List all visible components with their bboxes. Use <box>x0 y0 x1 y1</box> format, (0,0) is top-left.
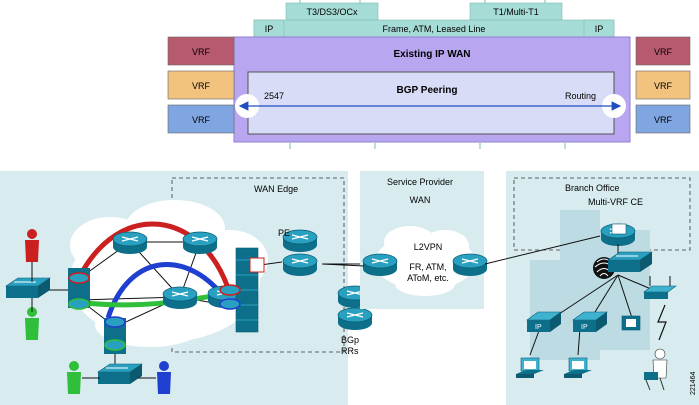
bgp-left-label: 2547 <box>264 91 284 101</box>
route-reflector-2 <box>337 307 373 331</box>
ce-envelope-icon <box>611 223 627 235</box>
core-router-3 <box>162 286 198 310</box>
sp-router-right <box>452 253 488 277</box>
existing-ip-wan-section: T3/DS3/OCx T1/Multi-T1 IP IP Frame, ATM,… <box>167 0 691 149</box>
video-camera-icon <box>621 315 641 331</box>
vrf-right-blue <box>635 104 691 134</box>
user-blue <box>157 361 171 394</box>
l2vpn-cloud <box>375 226 475 296</box>
branch-office-panel: Branch Office Multi-VRF CE <box>484 171 699 405</box>
blue-vrf-path <box>105 262 229 319</box>
campus-panel: WAN Edge <box>0 171 348 405</box>
bgp-rr-label-1: BGp <box>341 335 359 345</box>
sp-router-left <box>362 253 398 277</box>
sp-label-line2: WAN <box>410 195 431 205</box>
vrf-right-red-label: VRF <box>654 47 673 57</box>
vrf-left-red <box>167 36 235 66</box>
t1-tab-label: T1/Multi-T1 <box>493 7 539 17</box>
transport-bar-label: Frame, ATM, Leased Line <box>383 24 486 34</box>
branch-office-label: Branch Office <box>565 183 619 193</box>
firewall-stack <box>219 247 265 333</box>
wireless-ap-icon <box>643 276 677 299</box>
l2vpn-label-3: AToM, etc. <box>407 273 449 283</box>
vrf-right-orange-label: VRF <box>654 81 673 91</box>
service-provider-panel: Service Provider WAN L2VPN FR, ATM, AToM… <box>360 171 488 309</box>
l2vpn-label: L2VPN <box>414 242 443 252</box>
multi-vrf-ce-label: Multi-VRF CE <box>588 197 643 207</box>
vrf-right-orange <box>635 70 691 100</box>
bgp-right-label: Routing <box>565 91 596 101</box>
connector-ticks <box>289 0 566 149</box>
core-router-2 <box>182 231 218 255</box>
access-switch-stack <box>68 268 90 310</box>
ip-left-label: IP <box>265 24 274 34</box>
wireless-signal-icon <box>657 304 667 341</box>
t3-tab-label: T3/DS3/OCx <box>306 7 358 17</box>
figure-id: 221464 <box>690 372 697 395</box>
bgp-peering-box <box>247 71 615 135</box>
ip-right-label: IP <box>595 24 604 34</box>
bgp-rr-label-2: RRs <box>341 346 359 356</box>
pe-label: PE <box>278 228 290 238</box>
l2vpn-label-2: FR, ATM, <box>409 262 446 272</box>
user-green-bottom <box>67 361 81 394</box>
user-red <box>25 229 39 262</box>
vrf-left-blue <box>167 104 235 134</box>
vrf-left-orange <box>167 70 235 100</box>
access-switch-lower <box>104 316 126 354</box>
wan-edge-label: WAN Edge <box>254 184 298 194</box>
red-vrf-path <box>77 221 231 289</box>
vrf-right-blue-label: VRF <box>654 115 673 125</box>
vrf-left-orange-label: VRF <box>192 81 211 91</box>
vrf-right-red <box>635 36 691 66</box>
sp-label-line1: Service Provider <box>387 177 453 187</box>
user-links <box>31 262 156 379</box>
vrf-left-red-label: VRF <box>192 47 211 57</box>
pe-to-sp-link <box>321 263 365 267</box>
wireless-user-icon <box>644 348 668 391</box>
existing-ip-wan-title: Existing IP WAN <box>393 49 470 60</box>
core-router-1 <box>112 231 148 255</box>
pe-router <box>282 253 318 277</box>
bgp-peering-title: BGP Peering <box>397 85 458 96</box>
vrf-left-blue-label: VRF <box>192 115 211 125</box>
